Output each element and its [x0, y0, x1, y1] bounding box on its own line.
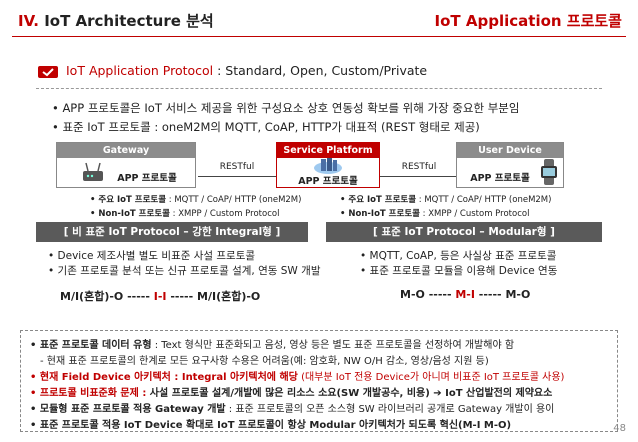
restful-link-left: [198, 176, 276, 177]
service-platform-app-label: APP 프로토콜: [277, 173, 379, 187]
gateway-box: Gateway APP 프로토콜: [56, 142, 196, 188]
summary-key: • 표준 프로토콜 데이터 유형: [30, 340, 152, 351]
note-label: • 주요 IoT 프로토콜: [90, 195, 166, 205]
protocol-note: • Non-IoT 프로토콜 : XMPP / Custom Protocol: [340, 207, 529, 219]
formula-part: M/I(혼합)-O -----: [60, 290, 154, 303]
gateway-title: Gateway: [57, 143, 195, 158]
summary-text: 사설 프로토콜 설계/개발에 많은 리소스 소요(SW 개발공수, 비용) ➔ …: [146, 388, 552, 399]
note-value: : XMPP / Custom Protocol: [420, 209, 529, 219]
non-standard-protocol-title: [ 비 표준 IoT Protocol – 강한 Integral형 ]: [36, 222, 308, 242]
page-number: 48: [613, 423, 626, 434]
protocol-summary: IoT Application Protocol : Standard, Ope…: [66, 63, 427, 78]
formula-part: M-O -----: [400, 288, 455, 301]
formula-part: ----- M/I(혼합)-O: [167, 290, 261, 303]
panel-line: • 표준 프로토콜 모듈을 이용해 Device 연동: [360, 263, 557, 278]
protocol-key: IoT Application Protocol: [66, 63, 213, 78]
summary-line: • 모듈형 표준 프로토콜 적용 Gateway 개발 : 표준 프로토콜의 오…: [30, 400, 554, 415]
summary-text: : Text 형식만 표준화되고 음성, 영상 등은 별도 표준 프로토콜을 선…: [152, 340, 515, 351]
note-value: : MQTT / CoAP/ HTTP (oneM2M): [166, 195, 301, 205]
summary-line: • 현재 Field Device 아키텍처 : Integral 아키텍처에 …: [30, 368, 564, 383]
user-device-app-label: APP 프로토콜: [457, 170, 543, 184]
summary-key: • 현재 Field Device 아키텍처 : Integral 아키텍처에 …: [30, 372, 298, 383]
panel-line: • 기존 프로토콜 분석 또는 신규 프로토콜 설계, 연동 SW 개발: [48, 263, 320, 278]
formula-highlight: M-I: [455, 288, 475, 301]
summary-text: (대부분 IoT 전용 Device가 아니며 비표준 IoT 프로토콜 사용): [298, 372, 565, 383]
protocol-note: • 주요 IoT 프로토콜 : MQTT / CoAP/ HTTP (oneM2…: [90, 193, 301, 205]
summary-line: • 표준 프로토콜 적용 IoT Device 확대로 IoT 프로토콜이 항상…: [30, 416, 511, 431]
summary-line: - 현재 표준 프로토콜의 한계로 모든 요구사항 수용은 어려움(예: 암호화…: [40, 352, 489, 367]
section-number: IV.: [18, 12, 39, 30]
note-label: • Non-IoT 프로토콜: [90, 209, 170, 219]
user-device-box: User Device APP 프로토콜: [456, 142, 564, 188]
note-label: • 주요 IoT 프로토콜: [340, 195, 416, 205]
user-device-title: User Device: [457, 143, 563, 158]
gateway-app-label: APP 프로토콜: [97, 170, 197, 184]
summary-line: • 프로토콜 비표준화 문제 : 사설 프로토콜 설계/개발에 많은 리소스 소…: [30, 384, 552, 399]
summary-key: • 모듈형 표준 프로토콜 적용 Gateway 개발: [30, 404, 226, 415]
page-subtitle: IoT Application 프로토콜: [435, 10, 622, 31]
integral-formula: M/I(혼합)-O ----- I-I ----- M/I(혼합)-O: [60, 288, 260, 304]
summary-line: • 표준 프로토콜 데이터 유형 : Text 형식만 표준화되고 음성, 영상…: [30, 336, 514, 351]
service-platform-title: Service Platform: [277, 143, 379, 158]
checkmark-badge-icon: [38, 66, 58, 78]
restful-link-right: [380, 176, 456, 177]
summary-key: • 프로토콜 비표준화 문제 :: [30, 388, 146, 399]
panel-line: • MQTT, CoAP, 등은 사실상 표준 프로토콜: [360, 248, 556, 263]
note-value: : XMPP / Custom Protocol: [170, 209, 279, 219]
protocol-note: • 주요 IoT 프로토콜 : MQTT / CoAP/ HTTP (oneM2…: [340, 193, 551, 205]
service-platform-box: Service Platform APP 프로토콜: [276, 142, 380, 188]
section-title: IoT Architecture 분석: [39, 12, 214, 30]
page-title: IV. IoT Architecture 분석: [18, 10, 214, 31]
summary-text: : 표준 프로토콜의 오픈 소스형 SW 라이브러리 공개로 Gateway 개…: [226, 404, 555, 415]
formula-part: ----- M-O: [475, 288, 530, 301]
header-divider: [12, 36, 626, 37]
protocol-types: : Standard, Open, Custom/Private: [213, 63, 427, 78]
note-value: : MQTT / CoAP/ HTTP (oneM2M): [416, 195, 551, 205]
standard-protocol-title: [ 표준 IoT Protocol – Modular형 ]: [326, 222, 602, 242]
dashed-divider: [36, 88, 602, 89]
modular-formula: M-O ----- M-I ----- M-O: [400, 288, 530, 301]
panel-line: • Device 제조사별 별도 비표준 사설 프로토콜: [48, 248, 255, 263]
intro-bullet: • 표준 IoT 프로토콜 : oneM2M의 MQTT, CoAP, HTTP…: [52, 119, 480, 135]
note-label: • Non-IoT 프로토콜: [340, 209, 420, 219]
restful-label-left: RESTful: [212, 162, 262, 172]
protocol-note: • Non-IoT 프로토콜 : XMPP / Custom Protocol: [90, 207, 279, 219]
formula-highlight: I-I: [154, 290, 167, 303]
summary-key: • 표준 프로토콜 적용 IoT Device 확대로 IoT 프로토콜이 항상…: [30, 420, 511, 431]
intro-bullet: • APP 프로토콜은 IoT 서비스 제공을 위한 구성요소 상호 연동성 확…: [52, 100, 519, 116]
restful-label-right: RESTful: [394, 162, 444, 172]
